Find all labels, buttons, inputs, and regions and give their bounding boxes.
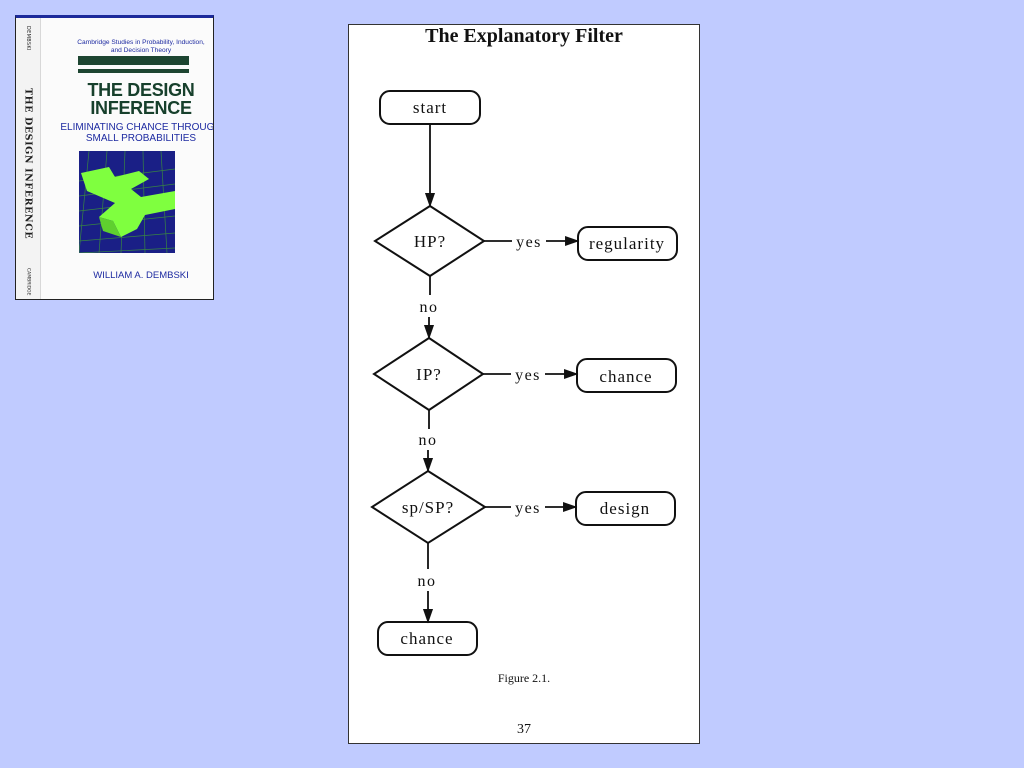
edge-hp-ip-label: no [420, 299, 439, 316]
node-regularity-label: regularity [589, 234, 665, 253]
node-design-label: design [600, 499, 650, 518]
book-page: The Explanatory Filter [348, 24, 700, 744]
spine-title: THE DESIGN INFERENCE [22, 88, 34, 240]
cover-artwork [79, 151, 175, 253]
book-series: Cambridge Studies in Probability, Induct… [77, 39, 205, 54]
node-hp-label: HP? [414, 232, 446, 251]
book-subtitle: ELIMINATING CHANCE THROUGH SMALL PROBABI… [60, 122, 214, 144]
spine-publisher: CAMBRIDGE [25, 268, 31, 296]
book-title: THE DESIGN INFERENCE [87, 80, 195, 118]
edge-spsp-design-label: yes [515, 500, 541, 517]
edge-ip-chance-label: yes [515, 367, 541, 384]
page-title: The Explanatory Filter [425, 25, 623, 47]
edge-ip-spsp-label: no [419, 432, 438, 449]
node-ip-label: IP? [416, 365, 442, 384]
explanatory-filter-flowchart: start HP? regularity IP? chance sp/SP? d… [370, 90, 678, 656]
cover-bar-bottom [78, 69, 189, 73]
book-author: WILLIAM A. DEMBSKI [93, 270, 189, 281]
edge-spsp-chance-label: no [418, 573, 437, 590]
book-spine: DEMBSKI THE DESIGN INFERENCE CAMBRIDGE [16, 18, 41, 299]
node-chance-right-label: chance [599, 367, 652, 386]
node-chance-bottom-label: chance [400, 629, 453, 648]
spine-author: DEMBSKI [25, 26, 31, 51]
book-cover-image: DEMBSKI THE DESIGN INFERENCE CAMBRIDGE C… [15, 15, 214, 300]
cover-bar-top [78, 56, 189, 65]
figure-caption: Figure 2.1. [497, 671, 551, 685]
page-number: 37 [517, 722, 531, 737]
edge-hp-regularity-label: yes [516, 234, 542, 251]
node-start-label: start [413, 98, 447, 117]
node-spsp-label: sp/SP? [402, 498, 454, 517]
